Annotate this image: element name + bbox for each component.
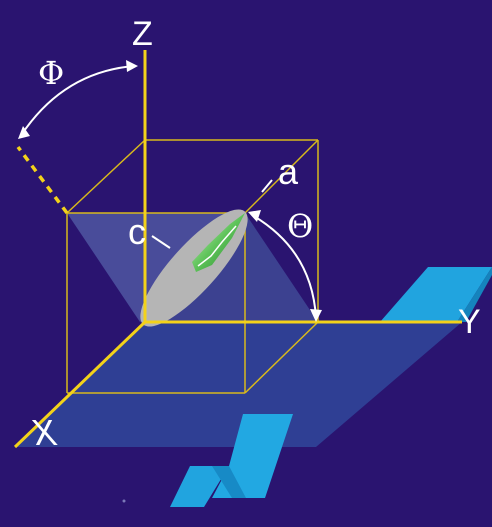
c-leader bbox=[151, 235, 171, 249]
theta-arc bbox=[251, 214, 317, 319]
reference-cube bbox=[66, 139, 319, 394]
x-axis bbox=[13, 320, 147, 449]
leader-lines bbox=[151, 179, 273, 249]
ground-plane bbox=[15, 322, 462, 447]
a-leader bbox=[261, 179, 273, 193]
solar-panel-right bbox=[380, 267, 492, 322]
theta-angle-label: Θ bbox=[287, 207, 314, 245]
theta-arrow-start bbox=[248, 210, 261, 222]
speck bbox=[122, 499, 126, 503]
solar-panel-near-edge bbox=[212, 466, 246, 498]
x-axis-label: X bbox=[33, 412, 58, 453]
needle-highlight bbox=[197, 225, 237, 267]
phi-arrow-start bbox=[18, 126, 30, 139]
solar-panel-near bbox=[170, 466, 229, 507]
phi-arrow-end bbox=[126, 60, 138, 72]
semi-axis-c-label: c bbox=[128, 211, 146, 252]
phi-projection-line bbox=[16, 145, 69, 215]
needle bbox=[192, 213, 245, 272]
theta-arrow-end bbox=[310, 309, 322, 322]
angle-arcs bbox=[18, 60, 322, 322]
phi-arc bbox=[21, 65, 135, 135]
coordinate-axes bbox=[13, 50, 462, 449]
z-axis-label: Z bbox=[132, 15, 153, 53]
phi-angle-label: Φ bbox=[38, 54, 65, 92]
semi-axis-a-label: a bbox=[278, 151, 299, 192]
y-axis-label: Y bbox=[458, 303, 481, 341]
solar-panel-right-edge bbox=[457, 267, 492, 322]
